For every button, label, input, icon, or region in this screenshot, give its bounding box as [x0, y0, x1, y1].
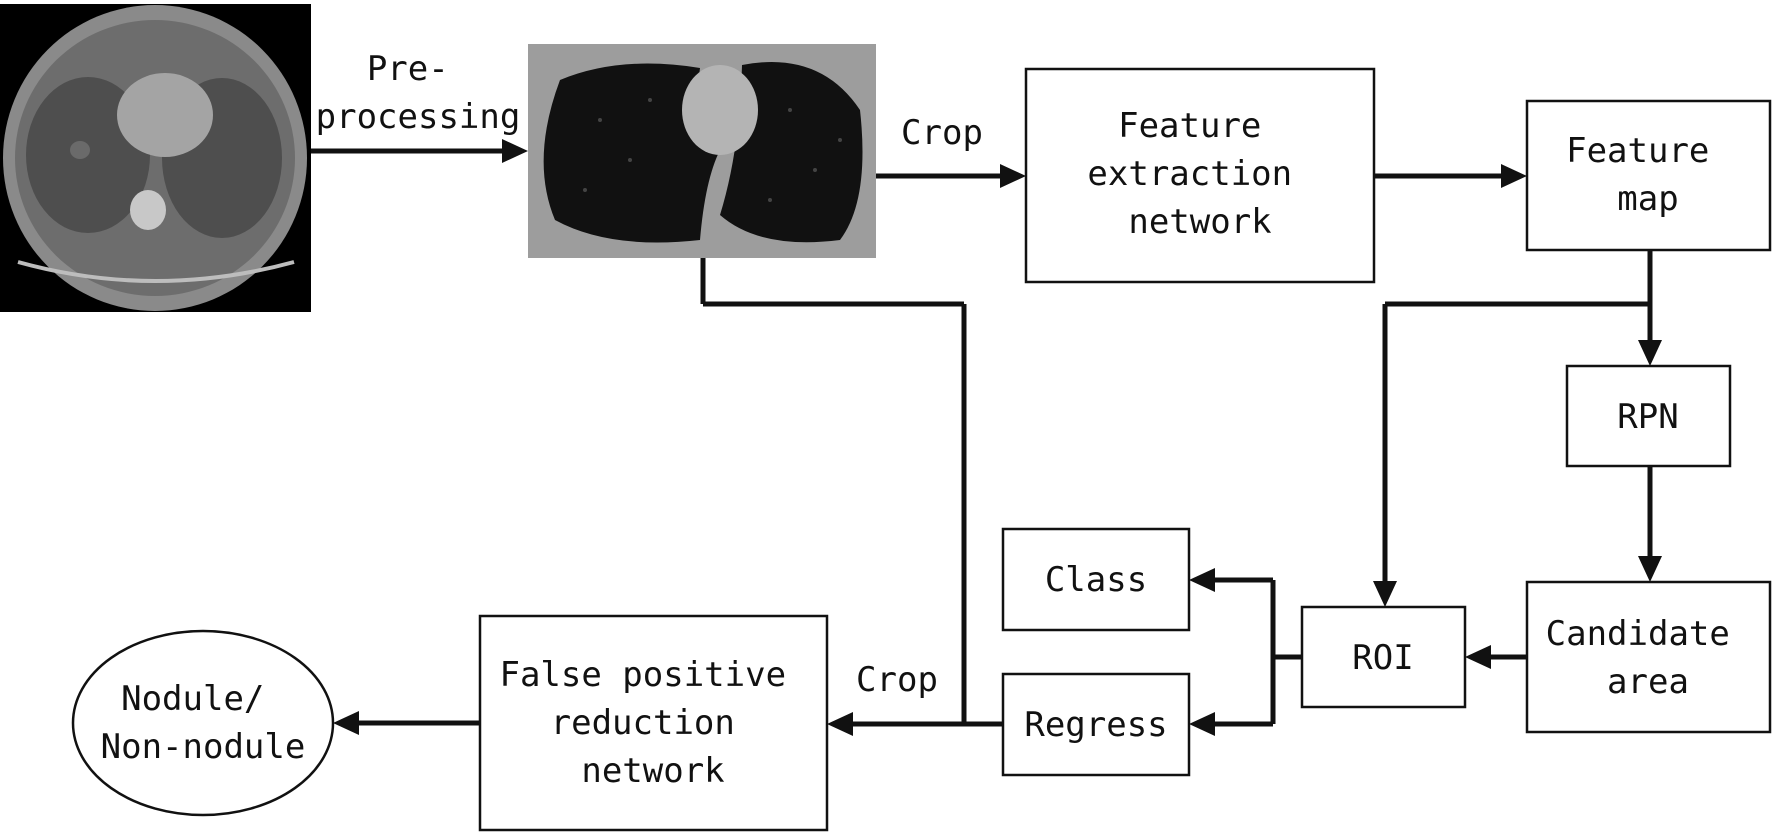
regress-box [1001, 672, 1191, 777]
connectors [311, 148, 1653, 727]
arrowhead-left-icon [827, 712, 853, 736]
feature-map-box [1525, 99, 1772, 252]
nodule-output-ellipse [71, 629, 335, 817]
arrowhead-down-icon [1373, 581, 1397, 607]
arrowhead-left-icon [1465, 645, 1491, 669]
arrowhead-left-icon [333, 711, 359, 735]
false-positive-reduction-network-box [478, 614, 829, 832]
rpn-label: RPN [1617, 397, 1678, 437]
false-positive-reduction-network-label: False positive reduction network [499, 655, 806, 791]
crop-label-top: Crop [901, 113, 983, 153]
crop-label-bottom: Crop [856, 660, 938, 700]
feature-extraction-network-label: Feature extraction network [1087, 106, 1312, 242]
feature-extraction-network-box [1024, 67, 1376, 284]
regress-label: Regress [1024, 705, 1167, 745]
feature-map-label: Feature map [1566, 131, 1730, 219]
roi-label: ROI [1352, 638, 1413, 678]
rpn-box [1565, 364, 1732, 468]
ct-scan-image [0, 4, 311, 312]
arrowhead-left-icon [1189, 712, 1215, 736]
candidate-area-box [1525, 580, 1772, 734]
class-box [1001, 527, 1191, 632]
arrowhead-right-icon [1501, 164, 1527, 188]
preprocessed-lung-image [528, 44, 876, 258]
arrowhead-right-icon [502, 139, 528, 163]
arrowhead-down-icon [1638, 340, 1662, 366]
arrowhead-left-icon [1189, 568, 1215, 592]
candidate-area-label: Candidate area [1546, 614, 1751, 702]
arrowheads [333, 139, 1662, 736]
class-label: Class [1045, 560, 1147, 600]
arrowhead-down-icon [1638, 556, 1662, 582]
nodule-output-label: Nodule/ Non-nodule [101, 679, 306, 767]
arrowhead-right-icon [1000, 164, 1026, 188]
preprocessing-label: Pre- processing [316, 49, 521, 137]
